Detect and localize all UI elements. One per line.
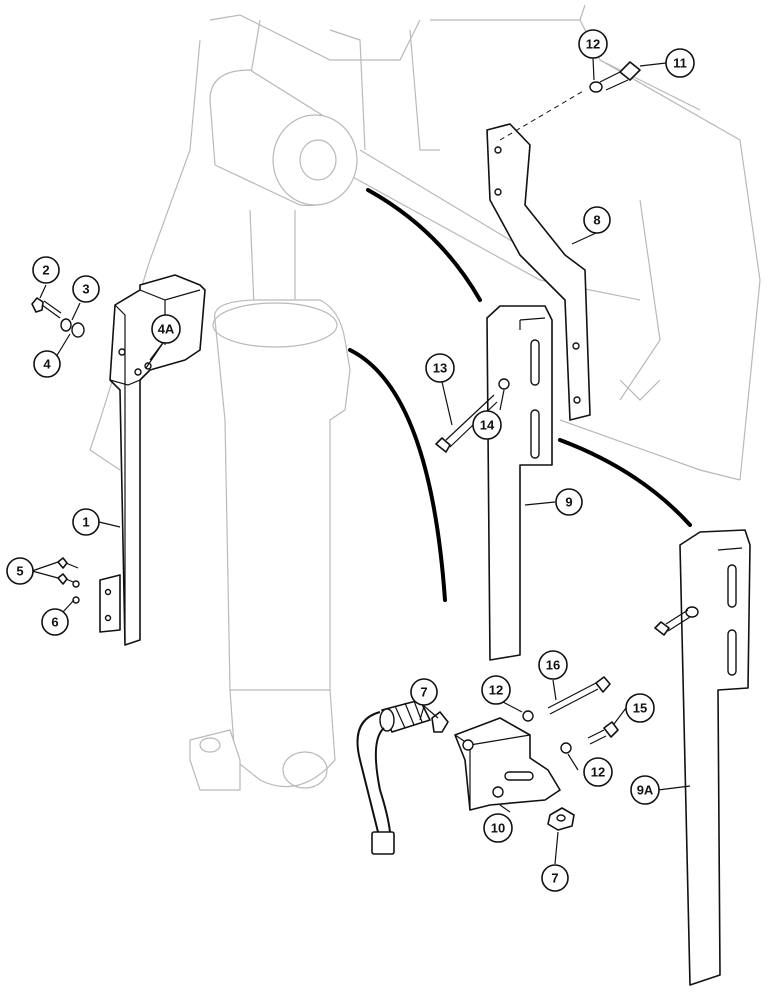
callout-circle: [425, 353, 455, 383]
callout-label: 7: [420, 685, 427, 700]
callout-label: 4A: [158, 322, 175, 337]
callout-label: 9A: [637, 783, 654, 798]
callout-10: 10: [483, 813, 513, 843]
callout-12-sensor-upper: 12: [481, 675, 511, 705]
callout-circle: [583, 206, 611, 234]
callout-13: 13: [425, 353, 455, 383]
callout-label: 2: [42, 263, 49, 278]
strap-part-9: [435, 305, 553, 661]
callout-label: 4: [43, 357, 51, 372]
callout-12-sensor-lower: 12: [583, 757, 613, 787]
callout-label: 9: [565, 495, 572, 510]
background-loader-frame: [89, 4, 761, 791]
callout-circle: [630, 775, 660, 805]
callout-11: 11: [665, 48, 695, 78]
callout-label: 5: [16, 564, 23, 579]
callout-circle: [472, 410, 502, 440]
callout-8: 8: [583, 206, 611, 234]
callout-circle: [6, 557, 34, 585]
callout-label: 13: [433, 361, 447, 376]
callout-1: 1: [72, 508, 100, 536]
callout-circle: [33, 350, 61, 378]
callout-circle: [410, 678, 438, 706]
callout-label: 10: [491, 821, 505, 836]
callout-circle: [72, 508, 100, 536]
callout-circle: [151, 314, 181, 344]
callout-7-lower: 7: [541, 864, 569, 892]
callout-6: 6: [41, 608, 69, 636]
callout-circle: [625, 693, 655, 723]
callout-9a: 9A: [630, 775, 660, 805]
callout-label: 6: [51, 615, 58, 630]
callout-circle: [578, 29, 608, 59]
callout-5: 5: [6, 557, 34, 585]
callout-4a: 4A: [151, 314, 181, 344]
hydraulic-hoses: [348, 188, 692, 602]
callout-3: 3: [72, 275, 100, 303]
sensor-assembly-part-10: [356, 676, 619, 855]
leader-lines: [31, 57, 691, 865]
callout-label: 14: [480, 418, 495, 433]
callout-14: 14: [472, 410, 502, 440]
plate-part-8: [486, 61, 641, 421]
callout-circle: [72, 275, 100, 303]
callout-circle: [555, 488, 583, 516]
callout-label: 7: [551, 871, 558, 886]
callout-circle: [665, 48, 695, 78]
callout-label: 3: [82, 282, 89, 297]
callout-circle: [541, 864, 569, 892]
callout-label: 8: [593, 213, 600, 228]
callout-label: 11: [673, 56, 687, 71]
callout-label: 16: [546, 658, 560, 673]
callout-2: 2: [32, 256, 60, 284]
callout-circle: [41, 608, 69, 636]
callout-16: 16: [538, 650, 568, 680]
callout-circle: [538, 650, 568, 680]
callout-4: 4: [33, 350, 61, 378]
callout-9: 9: [555, 488, 583, 516]
callout-label: 15: [633, 701, 647, 716]
strap-part-9a: [654, 529, 751, 986]
callout-15: 15: [625, 693, 655, 723]
callout-label: 12: [489, 683, 503, 698]
callout-label: 1: [82, 515, 89, 530]
callout-circle: [481, 675, 511, 705]
callout-12-top: 12: [578, 29, 608, 59]
callout-circle: [32, 256, 60, 284]
callout-label: 12: [586, 37, 600, 52]
callout-7-upper: 7: [410, 678, 438, 706]
callout-circle: [583, 757, 613, 787]
callout-label: 12: [591, 765, 605, 780]
callout-circle: [483, 813, 513, 843]
